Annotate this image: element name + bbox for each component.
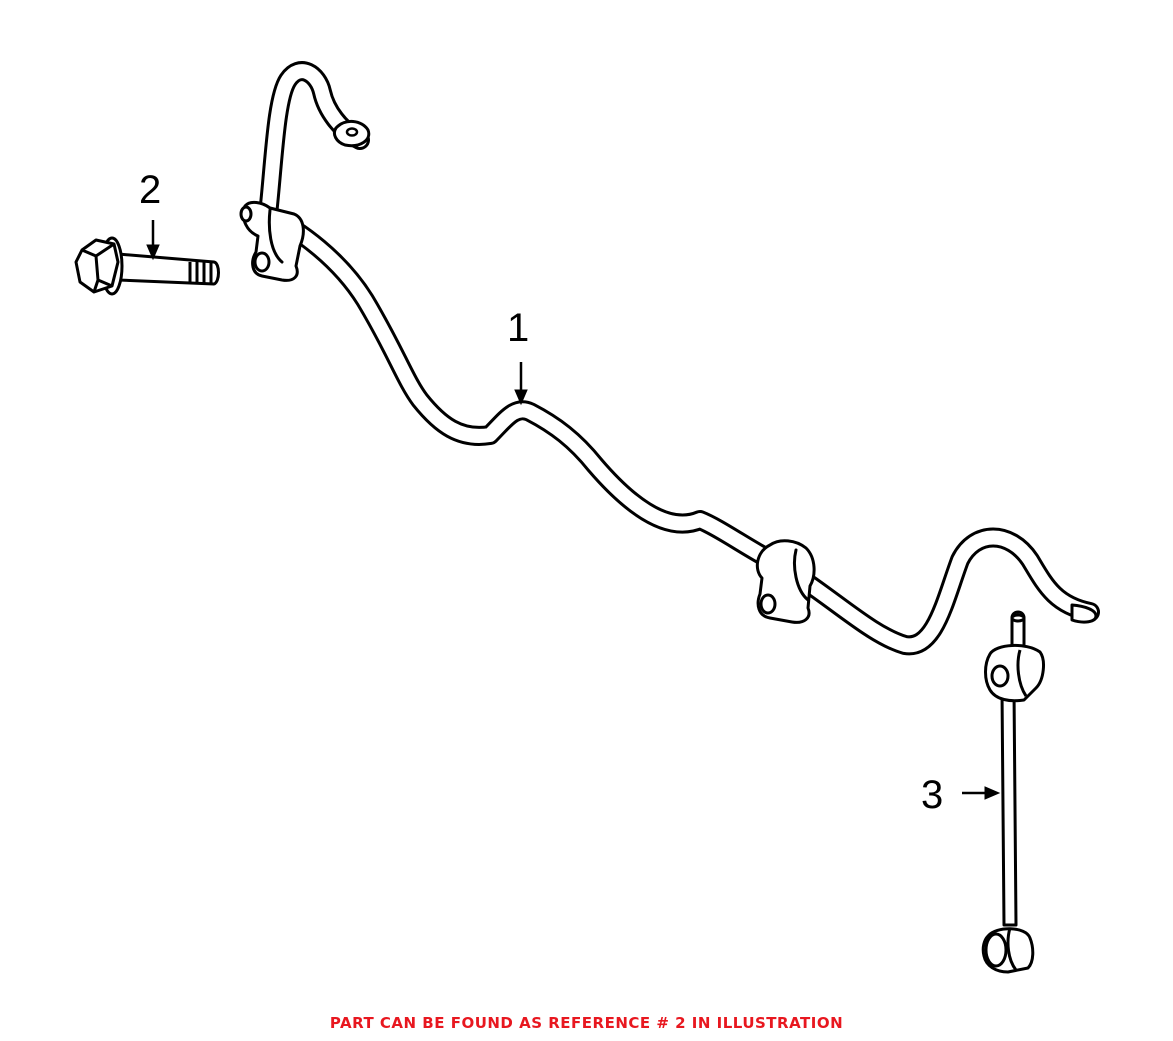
callout-1: 1: [507, 306, 530, 350]
callout-3: 3: [921, 773, 944, 817]
parts-illustration: [74, 61, 1100, 974]
stabilizer-link-icon[interactable]: [981, 610, 1045, 974]
bolt-icon[interactable]: [74, 236, 220, 296]
leader-arrows: [146, 220, 1001, 800]
reference-caption: PART CAN BE FOUND AS REFERENCE # 2 IN IL…: [329, 1014, 844, 1032]
stabilizer-bar-icon[interactable]: [239, 61, 1100, 656]
callout-2: 2: [139, 168, 162, 212]
